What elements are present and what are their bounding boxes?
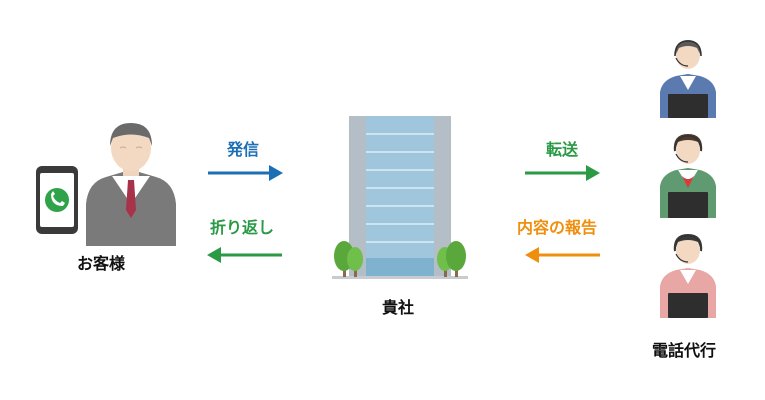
customer-figure [86, 123, 176, 246]
operator-female-figure [660, 134, 716, 218]
node-label-operators: 電話代行 [652, 341, 717, 360]
arrow-label-transfer: 転送 [546, 140, 579, 159]
tree-icon [334, 241, 363, 277]
operator-male-figure [660, 40, 716, 118]
operator-female-figure [660, 234, 716, 318]
arrow-label-report: 内容の報告 [517, 218, 598, 237]
arrow-label-callback: 折り返し [210, 218, 275, 237]
arrow-call-outgoing [208, 165, 283, 181]
node-label-customer: お客様 [77, 254, 126, 273]
company-building-icon [332, 116, 468, 279]
arrow-transfer [525, 165, 600, 181]
tree-icon [437, 241, 466, 277]
arrow-callback [207, 247, 282, 263]
arrow-report [525, 247, 600, 263]
node-label-company: 貴社 [382, 298, 415, 317]
arrow-label-call: 発信 [227, 140, 260, 159]
smartphone-icon [36, 166, 78, 234]
